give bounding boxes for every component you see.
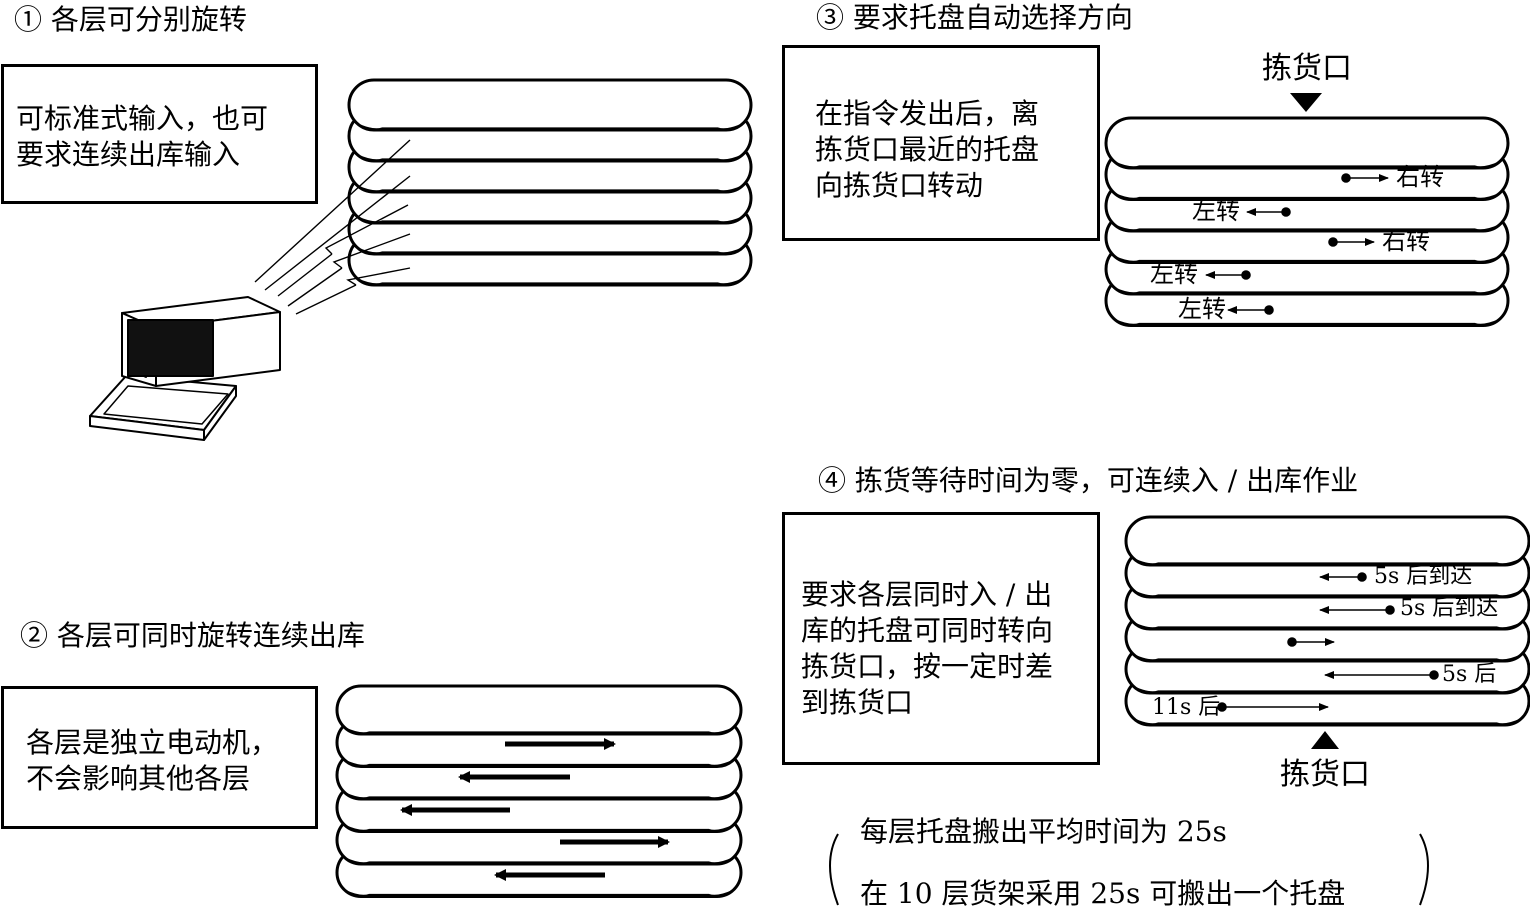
carousel-layer <box>347 78 753 132</box>
carousel-layer-edge <box>345 857 733 864</box>
panel2-box-line-1: 各层是独立电动机， <box>26 726 279 759</box>
carousel-layer-edge <box>1134 590 1521 597</box>
carousel-layer-edge <box>345 889 733 896</box>
carousel-layer-edge <box>1134 654 1521 661</box>
carousel-layer-edge <box>357 278 743 285</box>
panel4-pick-port-triangle-icon <box>1311 731 1339 749</box>
panel3-layer-arrows <box>1205 173 1389 315</box>
panel2-title: ② 各层可同时旋转连续出库 <box>20 619 365 652</box>
panel3-layer-label-2: 左转 <box>1192 197 1240 225</box>
notes-right-brace <box>1419 833 1429 906</box>
panel2-layer-arrows <box>400 738 670 881</box>
carousel-layer-edge <box>1114 224 1500 231</box>
carousel-layer-edge <box>357 185 743 192</box>
panel3-pick-port-triangle-icon <box>1290 93 1322 112</box>
carousel-layer-edge <box>345 824 733 831</box>
panel3-description-box: 在指令发出后，离 拣货口最近的托盘 向拣货口转动 <box>782 45 1100 241</box>
panel3-box-line-1: 在指令发出后，离 <box>815 97 1040 130</box>
panel4-dot-4 <box>1429 670 1439 680</box>
carousel-layer-edge <box>1134 558 1521 565</box>
carousel-layer-edge <box>345 727 733 734</box>
panel4-box-line-3: 拣货口，按一定时差 <box>801 650 1054 683</box>
carousel-layer-edge <box>1114 161 1500 168</box>
carousel-layer-edge <box>357 247 743 254</box>
panel4-title: ④ 拣货等待时间为零，可连续入 / 出库作业 <box>818 464 1359 497</box>
panel4-pick-port-label: 拣货口 <box>1280 757 1370 792</box>
panel1-title: ① 各层可分别旋转 <box>14 3 247 36</box>
carousel-layer <box>1104 116 1510 170</box>
panel3-title: ③ 要求托盘自动选择方向 <box>816 1 1133 34</box>
panel3-box-line-2: 拣货口最近的托盘 <box>815 133 1040 166</box>
panel3-layer-label-5: 左转 <box>1178 295 1226 323</box>
panel1-box-line-2: 要求连续出库输入 <box>16 138 241 171</box>
carousel-stack-4 <box>1124 515 1530 727</box>
panel4-layer-label-4: 5s 后 <box>1442 662 1497 687</box>
panel2-description-box: 各层是独立电动机， 不会影响其他各层 <box>1 686 318 829</box>
panel3-layer-label-4: 左转 <box>1150 260 1198 288</box>
panel3-box-line-3: 向拣货口转动 <box>815 169 984 202</box>
panel2-box-line-2: 不会影响其他各层 <box>26 762 251 795</box>
note-line-2: 在 10 层货架采用 25s 可搬出一个托盘 <box>860 877 1346 910</box>
panel4-box-line-4: 到拣货口 <box>801 686 914 719</box>
panel3-pick-port-label: 拣货口 <box>1262 51 1352 86</box>
carousel-layer <box>335 684 743 736</box>
carousel-layer-edge <box>1134 622 1521 629</box>
carousel-layer-edge <box>357 154 743 161</box>
panel4-box-line-1: 要求各层同时入 / 出 <box>801 578 1053 611</box>
carousel-layer-edge <box>1114 192 1500 199</box>
carousel-stack-1 <box>347 78 753 287</box>
computer-terminal-icon <box>89 296 281 441</box>
carousel-layer-edge <box>1134 718 1521 725</box>
carousel-layer-edge <box>1114 255 1500 262</box>
carousel-layer-edge <box>357 216 743 223</box>
carousel-layer-edge <box>345 792 733 799</box>
panel4-layer-label-1: 5s 后到达 <box>1374 564 1473 589</box>
carousel-stack-3 <box>1104 116 1510 327</box>
carousel-layer-edge <box>1114 287 1500 294</box>
panel3-layer-label-3: 右转 <box>1382 227 1430 255</box>
notes-left-brace <box>829 833 839 906</box>
panel4-layer-label-5: 11s 后 <box>1152 695 1221 720</box>
panel1-description-box: 可标准式输入，也可 要求连续出库输入 <box>1 64 318 204</box>
panel4-description-box: 要求各层同时入 / 出 库的托盘可同时转向 拣货口，按一定时差 到拣货口 <box>782 512 1100 765</box>
carousel-layer-edge <box>357 123 743 130</box>
panel4-box-line-2: 库的托盘可同时转向 <box>801 614 1054 647</box>
panel4-layer-label-2: 5s 后到达 <box>1400 596 1499 621</box>
carousel-stack-2 <box>335 684 743 898</box>
carousel-layer-edge <box>1114 318 1500 325</box>
signal-lines <box>254 139 411 315</box>
panel1-box-line-1: 可标准式输入，也可 <box>16 102 269 135</box>
panel4-layer-arrows <box>1217 572 1439 712</box>
carousel-layer-edge <box>345 759 733 766</box>
note-line-1: 每层托盘搬出平均时间为 25s <box>860 815 1227 848</box>
carousel-layer <box>1124 515 1530 567</box>
carousel-layer-edge <box>1134 686 1521 693</box>
panel3-layer-label-1: 右转 <box>1396 163 1444 191</box>
